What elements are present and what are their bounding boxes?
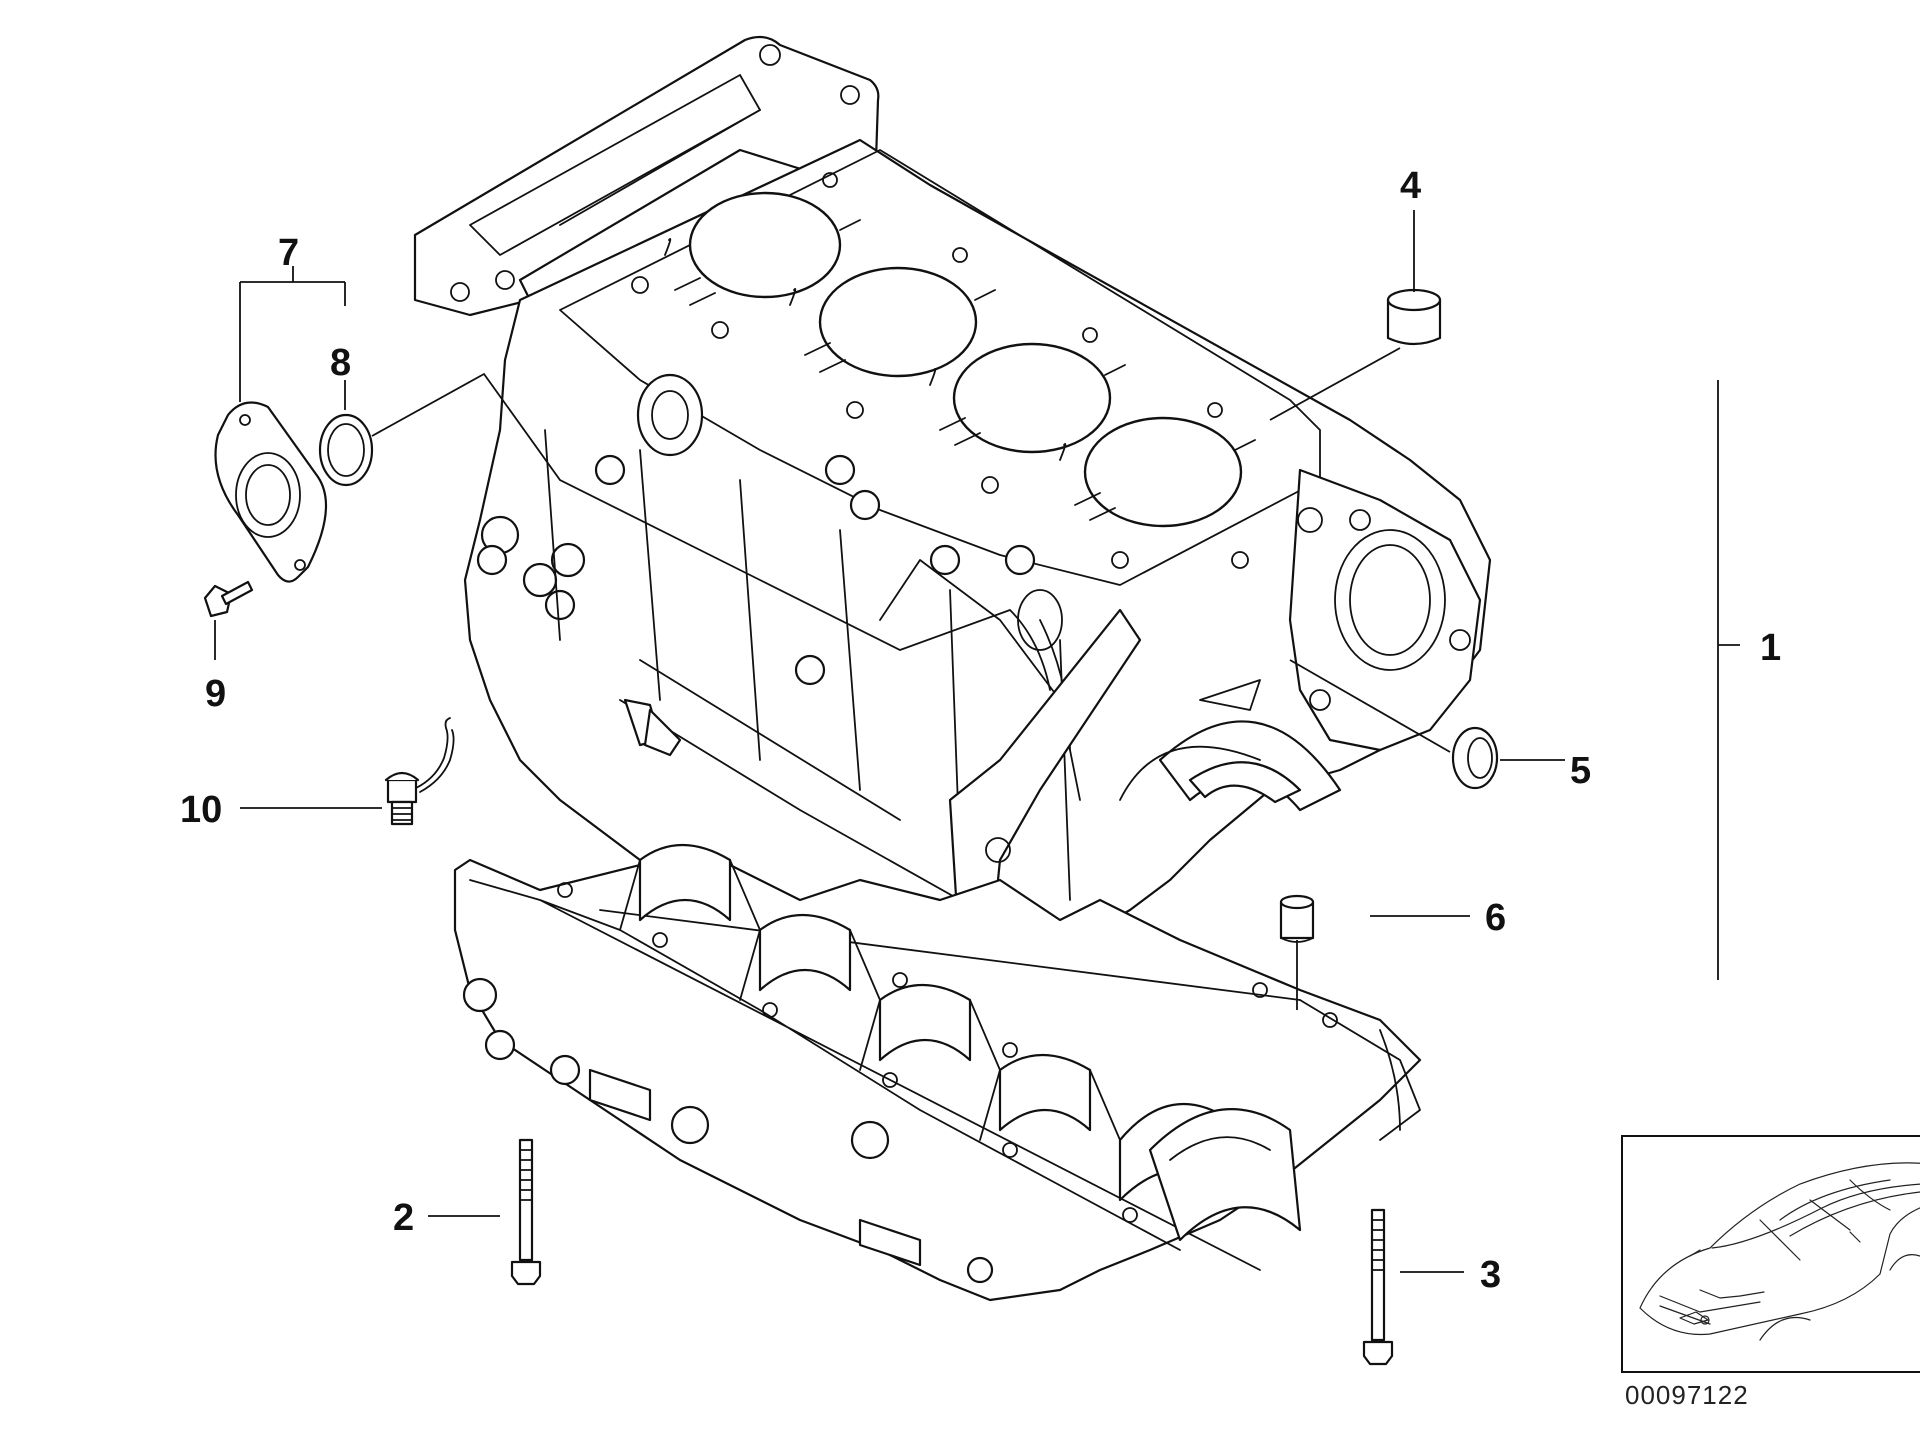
- callout-5: 5: [1570, 750, 1591, 792]
- callout-3: 3: [1480, 1254, 1501, 1296]
- callout-7: 7: [278, 232, 299, 274]
- callout-2: 2: [393, 1197, 414, 1239]
- callout-10: 10: [180, 789, 222, 831]
- part-6-dowel-sleeve: [1279, 894, 1315, 943]
- callout-6: 6: [1485, 897, 1506, 939]
- callout-9: 9: [205, 673, 226, 715]
- crankcase-bedplate: [453, 844, 1422, 1302]
- part-10-sensor: [384, 717, 455, 826]
- callout-numbers: 1 2 3 4 5 6 7 8 9 10: [180, 165, 1781, 1296]
- part-3-bolt: [1362, 1208, 1394, 1366]
- engine-block-upper: [413, 35, 1492, 1002]
- callout-8: 8: [330, 342, 351, 384]
- callout-4: 4: [1400, 165, 1421, 207]
- part-2-bolt: [510, 1138, 542, 1286]
- part-9-bolt: [203, 580, 254, 618]
- callout-1: 1: [1760, 627, 1781, 669]
- part-7-gasket-plate: [214, 401, 328, 583]
- reference-number: 00097122: [1625, 1380, 1749, 1410]
- leader-lines: [214, 210, 1740, 1273]
- part-8-o-ring: [318, 413, 374, 487]
- part-4-plug: [1386, 288, 1442, 346]
- car-location-icon: [1621, 1135, 1920, 1373]
- part-5-seal-ring: [1451, 726, 1499, 790]
